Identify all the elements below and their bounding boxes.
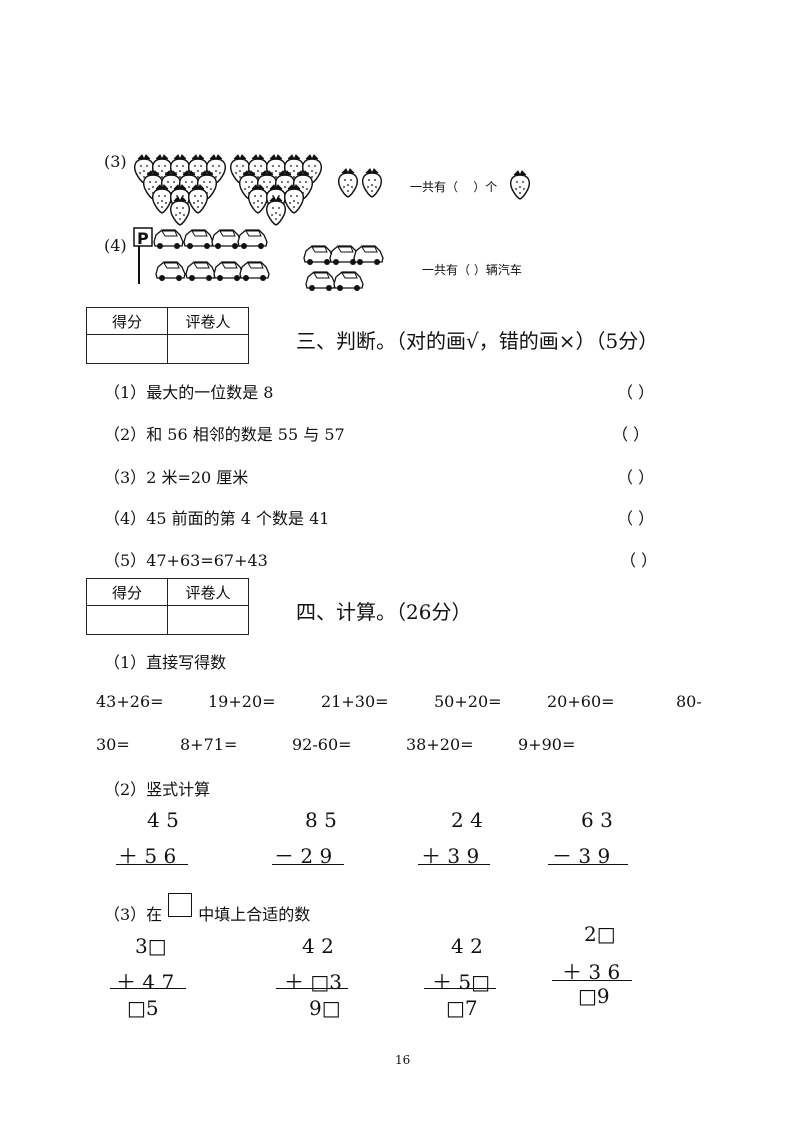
fill-result-number: □5	[127, 996, 159, 1020]
vertical-top-number: 6 3	[581, 808, 613, 832]
score-header: 得分	[86, 307, 168, 335]
fill-mid-number: ＋ □3	[284, 970, 342, 994]
mental-math-problem: 20+60=	[547, 692, 615, 711]
fill-result-number: 9□	[309, 996, 341, 1020]
fill-result-number: □7	[446, 996, 478, 1020]
judge-item-5-blank[interactable]: （ ）	[620, 551, 658, 570]
fill-underline	[110, 988, 186, 989]
grader-cell[interactable]	[167, 605, 249, 635]
vertical-underline	[272, 864, 344, 865]
section-3-title: 三、判断。（对的画√，错的画×）（5分）	[296, 329, 659, 353]
strawberry-icon	[509, 170, 531, 200]
fill-underline	[552, 980, 632, 981]
mental-math-problem: 30=	[96, 735, 130, 754]
item-3-number: (3)	[104, 152, 127, 171]
strawberry-group-icon	[133, 154, 323, 226]
section-4-title: 四、计算。（26分）	[296, 600, 472, 624]
grader-header: 评卷人	[167, 307, 249, 335]
grader-cell[interactable]	[167, 334, 249, 364]
fill-underline	[276, 988, 348, 989]
vertical-underline	[418, 864, 490, 865]
vertical-top-number: 2 4	[451, 808, 483, 832]
judge-item-3-blank[interactable]: （ ）	[617, 468, 655, 487]
mental-math-problem: 80-	[676, 692, 702, 711]
cars-group-icon	[303, 245, 384, 292]
judge-item-3: （3）2 米=20 厘米	[104, 468, 249, 487]
fill-top-number: 4 2	[451, 934, 483, 958]
fill-top-number: 3□	[135, 934, 167, 958]
score-table-section-4: 得分 评卷人	[86, 578, 249, 635]
mental-math-problem: 9+90=	[518, 735, 576, 754]
mental-math-problem: 92-60=	[292, 735, 352, 754]
score-table-section-3: 得分 评卷人	[86, 307, 249, 364]
item-4-question: 一共有（ ）辆汽车	[422, 263, 522, 277]
fill-top-number: 4 2	[302, 934, 334, 958]
svg-text:P: P	[137, 229, 149, 248]
part-2-label: （2）竖式计算	[104, 780, 211, 799]
judge-item-2-blank[interactable]: （ ）	[612, 425, 650, 444]
page-number: 16	[395, 1053, 411, 1067]
grader-header: 评卷人	[167, 578, 249, 606]
strawberry-pair-icon	[337, 168, 383, 198]
fill-mid-number: ＋ 5□	[432, 970, 490, 994]
score-cell[interactable]	[86, 605, 168, 635]
judge-item-4: （4）45 前面的第 4 个数是 41	[104, 509, 330, 528]
vertical-top-number: 8 5	[305, 808, 337, 832]
judge-item-4-blank[interactable]: （ ）	[617, 509, 655, 528]
mental-math-problem: 38+20=	[406, 735, 474, 754]
fill-top-number: 2□	[584, 922, 616, 946]
score-cell[interactable]	[86, 334, 168, 364]
part-3-label: （3）在中填上合适的数	[104, 905, 311, 924]
answer-box-icon	[168, 893, 192, 917]
judge-item-2: （2）和 56 相邻的数是 55 与 57	[104, 425, 345, 444]
mental-math-problem: 8+71=	[180, 735, 238, 754]
item-4-number: (4)	[104, 236, 127, 255]
score-header: 得分	[86, 578, 168, 606]
parking-cars-icon: P	[133, 227, 270, 284]
item-3-question: 一共有（ ）个	[410, 180, 498, 194]
vertical-underline	[116, 864, 188, 865]
judge-item-5: （5）47+63=67+43	[104, 551, 268, 570]
mental-math-problem: 43+26=	[96, 692, 164, 711]
vertical-underline	[548, 864, 628, 865]
vertical-top-number: 4 5	[147, 808, 179, 832]
judge-item-1-blank[interactable]: （ ）	[617, 383, 655, 402]
mental-math-problem: 21+30=	[321, 692, 389, 711]
mental-math-problem: 50+20=	[434, 692, 502, 711]
fill-result-number: □9	[578, 984, 610, 1008]
fill-mid-number: ＋ 4 7	[116, 970, 175, 994]
fill-underline	[424, 988, 496, 989]
mental-math-problem: 19+20=	[208, 692, 276, 711]
part-1-label: （1）直接写得数	[104, 653, 227, 672]
judge-item-1: （1）最大的一位数是 8	[104, 383, 274, 402]
